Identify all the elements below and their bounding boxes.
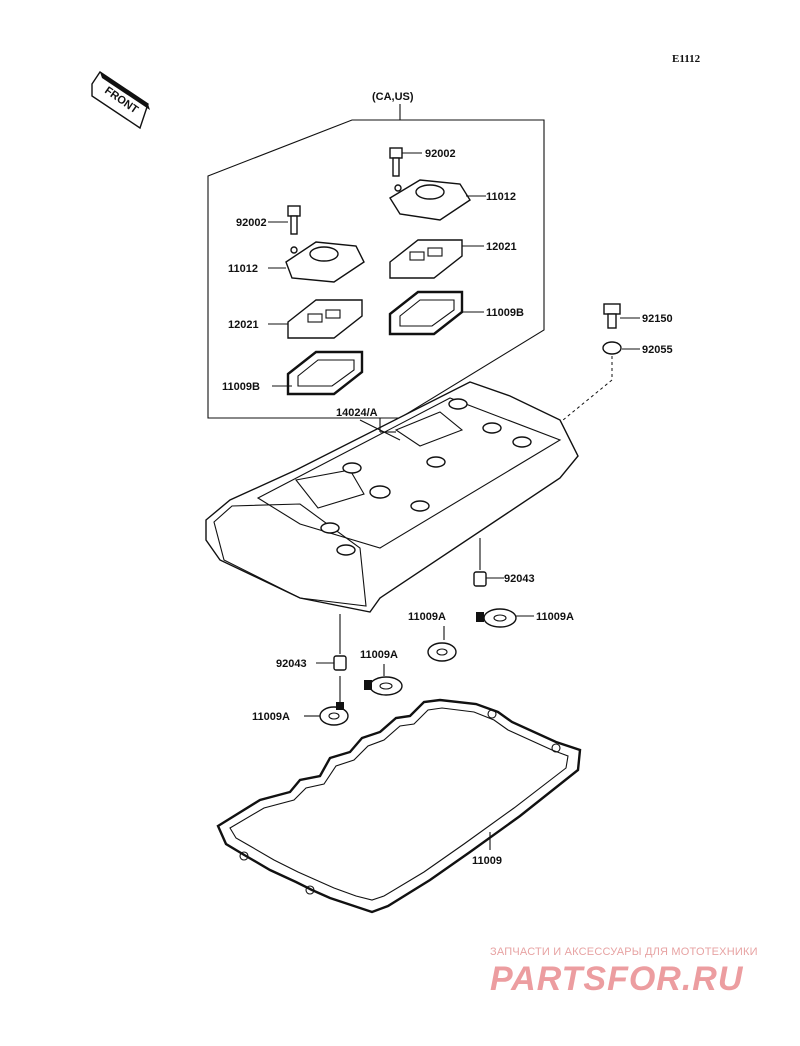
part-11009: 11009 xyxy=(472,855,502,867)
breather-cover-right xyxy=(389,179,486,221)
part-11009a-center: 11009A xyxy=(360,649,398,661)
part-11009b-left: 11009B xyxy=(222,381,260,393)
part-11012-right: 11012 xyxy=(486,191,516,203)
cylinder-head-cover xyxy=(205,381,579,613)
watermark-tagline: ЗАПЧАСТИ И АКСЕССУАРЫ ДЛЯ МОТОТЕХНИКИ xyxy=(490,946,758,958)
part-92150: 92150 xyxy=(642,313,673,325)
breather-gasket-right xyxy=(388,290,484,336)
part-92043-left: 92043 xyxy=(276,658,307,670)
breather-gasket-left xyxy=(272,350,364,396)
part-12021-right: 12021 xyxy=(486,241,517,253)
breather-plate-left xyxy=(268,299,363,339)
breather-cover-left xyxy=(268,241,365,283)
region-frame xyxy=(207,119,545,419)
diagram-code: E1112 xyxy=(672,53,701,65)
part-14024-a: 14024/A xyxy=(336,407,378,419)
breather-bolt-left xyxy=(268,205,301,235)
washer-11009a-center xyxy=(364,676,403,696)
part-92055: 92055 xyxy=(642,344,673,356)
washer-11009a-mid xyxy=(427,642,457,662)
grommet-92043-right xyxy=(473,571,504,587)
grommet-92043-left xyxy=(316,655,347,671)
front-arrow-icon: FRONT xyxy=(91,71,150,130)
head-cover-gasket xyxy=(216,698,582,914)
cover-bolt-92150 xyxy=(603,303,640,329)
part-12021-left: 12021 xyxy=(228,319,259,331)
breather-plate-right xyxy=(389,239,484,279)
part-11009a-left: 11009A xyxy=(252,711,290,723)
part-92002-right: 92002 xyxy=(425,148,456,160)
part-11009a-right: 11009A xyxy=(536,611,574,623)
washer-11009a-left xyxy=(304,702,349,726)
rubber-grommet-92055 xyxy=(602,341,640,355)
part-11009a-mid: 11009A xyxy=(408,611,446,623)
part-11009b-right: 11009B xyxy=(486,307,524,319)
washer-11009a-right xyxy=(476,608,534,628)
part-92002-left: 92002 xyxy=(236,217,267,229)
part-11012-left: 11012 xyxy=(228,263,258,275)
breather-bolt-right xyxy=(389,147,422,177)
region-label: (CA,US) xyxy=(372,91,414,103)
watermark-logo: PARTSFOR.RU xyxy=(490,960,744,998)
part-92043-right: 92043 xyxy=(504,573,535,585)
